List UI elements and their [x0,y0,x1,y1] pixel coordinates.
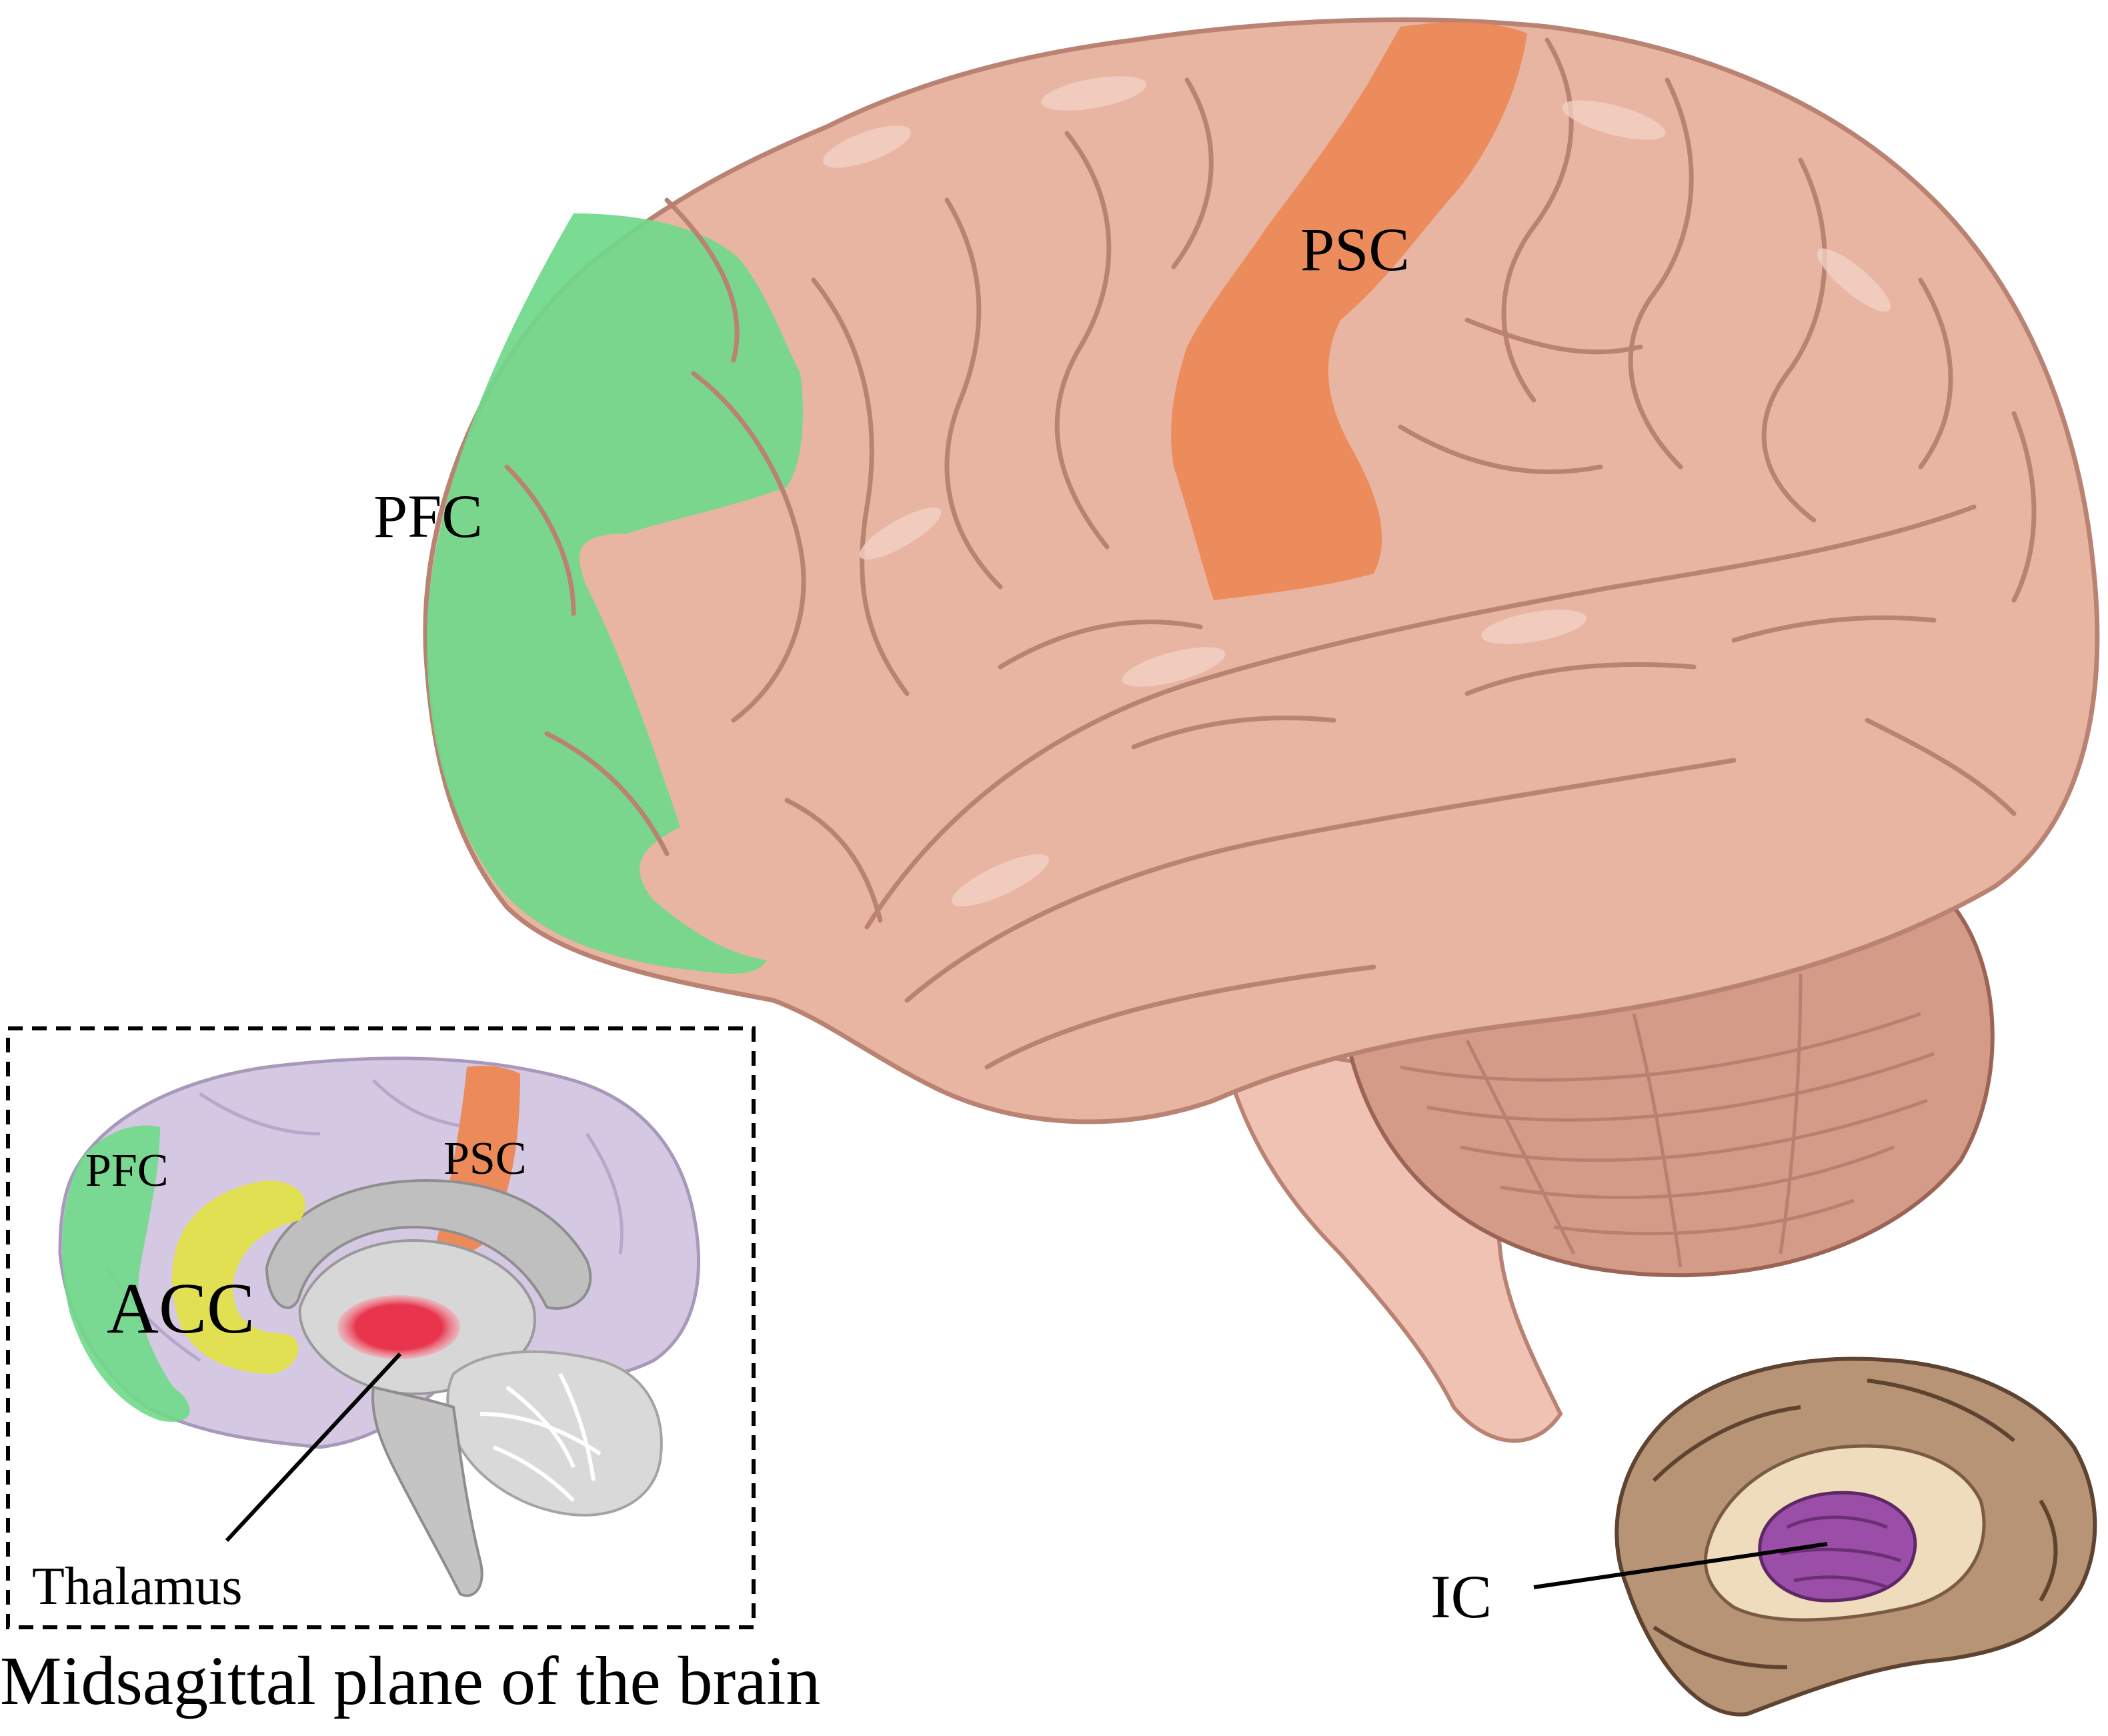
insula-gyri [1780,1515,1901,1589]
thalamus-leader-line [225,1352,402,1543]
insula-brain: IC [1430,1357,2097,1717]
insula-ic-label: IC [1430,1563,1492,1631]
inset-thalamus-region [337,1295,460,1359]
ic-leader-line [1533,1542,1828,1589]
inset-brainstem [371,1385,483,1597]
lateral-highlights [822,76,1891,907]
inset-acc-label: ACC [107,1269,255,1349]
lateral-psc-region [1171,22,1527,600]
inset-acc-region [171,1180,305,1374]
lateral-brain: PFC PSC [373,17,2100,1443]
inset-frame [6,1026,756,1629]
inset-thalamus-label: Thalamus [32,1557,242,1616]
inset-cerebellum-arbor [479,1373,602,1503]
lateral-pfc-label: PFC [373,482,483,550]
inset-psc-label: PSC [443,1133,527,1184]
insula-cortex-sulci [1652,1379,2058,1669]
lateral-pfc-region [427,213,803,974]
insula-region [1758,1491,1917,1603]
inset-pfc-label: PFC [85,1145,169,1196]
inset-pfc-region [62,1125,190,1422]
lateral-sulci [504,37,2037,1070]
inset-caption: Midsagittal plane of the brain [0,1643,820,1719]
corpus-callosum [265,1178,592,1310]
cerebellum-folia [1400,973,1935,1268]
midsagittal-inset: PFC PSC ACC Thalamus [6,1026,756,1629]
lateral-psc-label: PSC [1300,215,1410,283]
